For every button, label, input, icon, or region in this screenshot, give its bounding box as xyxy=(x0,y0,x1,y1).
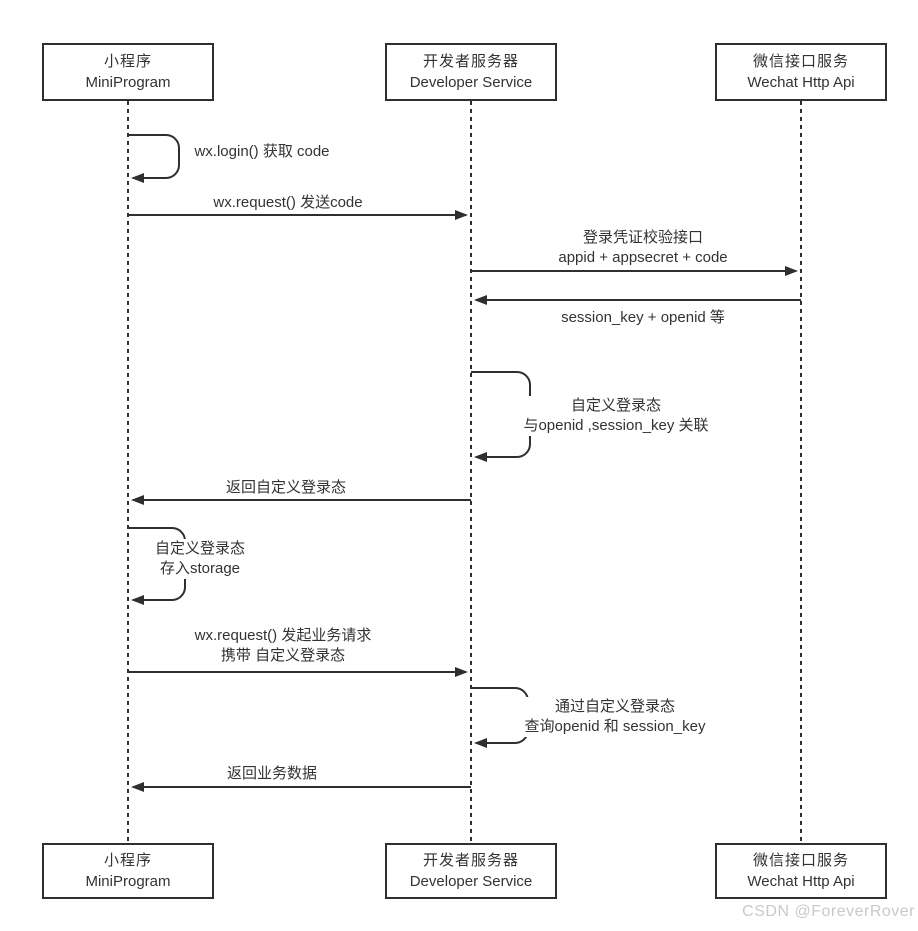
participant-name-cn: 微信接口服务 xyxy=(752,53,849,70)
participant-name-cn: 开发者服务器 xyxy=(422,852,519,869)
message-5-label: 自定义登录态 与openid ,session_key 关联 xyxy=(520,396,712,436)
participant-top-miniprogram: 小程序 MiniProgram xyxy=(42,43,214,101)
participant-name-cn: 开发者服务器 xyxy=(422,53,519,70)
participant-bottom-developer-service: 开发者服务器 Developer Service xyxy=(385,843,557,899)
participant-name-en: Wechat Http Api xyxy=(747,74,855,91)
message-9-label: 通过自定义登录态 查询openid 和 session_key xyxy=(521,697,709,737)
participant-name-cn: 小程序 xyxy=(103,53,152,70)
message-1-self-loop xyxy=(128,134,180,183)
participant-bottom-wechat-api: 微信接口服务 Wechat Http Api xyxy=(715,843,887,899)
participant-name-cn: 微信接口服务 xyxy=(752,852,849,869)
message-4-label: session_key + openid 等 xyxy=(558,308,728,328)
participant-top-wechat-api: 微信接口服务 Wechat Http Api xyxy=(715,43,887,101)
message-2-label: wx.request() 发送code xyxy=(210,193,366,213)
message-7-label: 自定义登录态 存入storage xyxy=(151,539,249,579)
participant-top-developer-service: 开发者服务器 Developer Service xyxy=(385,43,557,101)
participant-name-en: Developer Service xyxy=(409,74,533,91)
message-1-label: wx.login() 获取 code xyxy=(191,142,333,162)
participant-name-en: MiniProgram xyxy=(85,873,171,890)
message-8-label: wx.request() 发起业务请求 携带 自定义登录态 xyxy=(191,626,375,666)
message-9-self-loop xyxy=(471,687,529,748)
participant-name-en: Developer Service xyxy=(409,873,533,890)
message-10-label: 返回业务数据 xyxy=(223,764,321,784)
participant-name-en: Wechat Http Api xyxy=(747,873,855,890)
participant-name-cn: 小程序 xyxy=(103,852,152,869)
participant-name-en: MiniProgram xyxy=(85,74,171,91)
participant-bottom-miniprogram: 小程序 MiniProgram xyxy=(42,843,214,899)
message-3-label: 登录凭证校验接口 appid + appsecret + code xyxy=(555,228,731,268)
csdn-watermark: CSDN @ForeverRover xyxy=(742,903,915,920)
message-6-label: 返回自定义登录态 xyxy=(222,478,350,498)
